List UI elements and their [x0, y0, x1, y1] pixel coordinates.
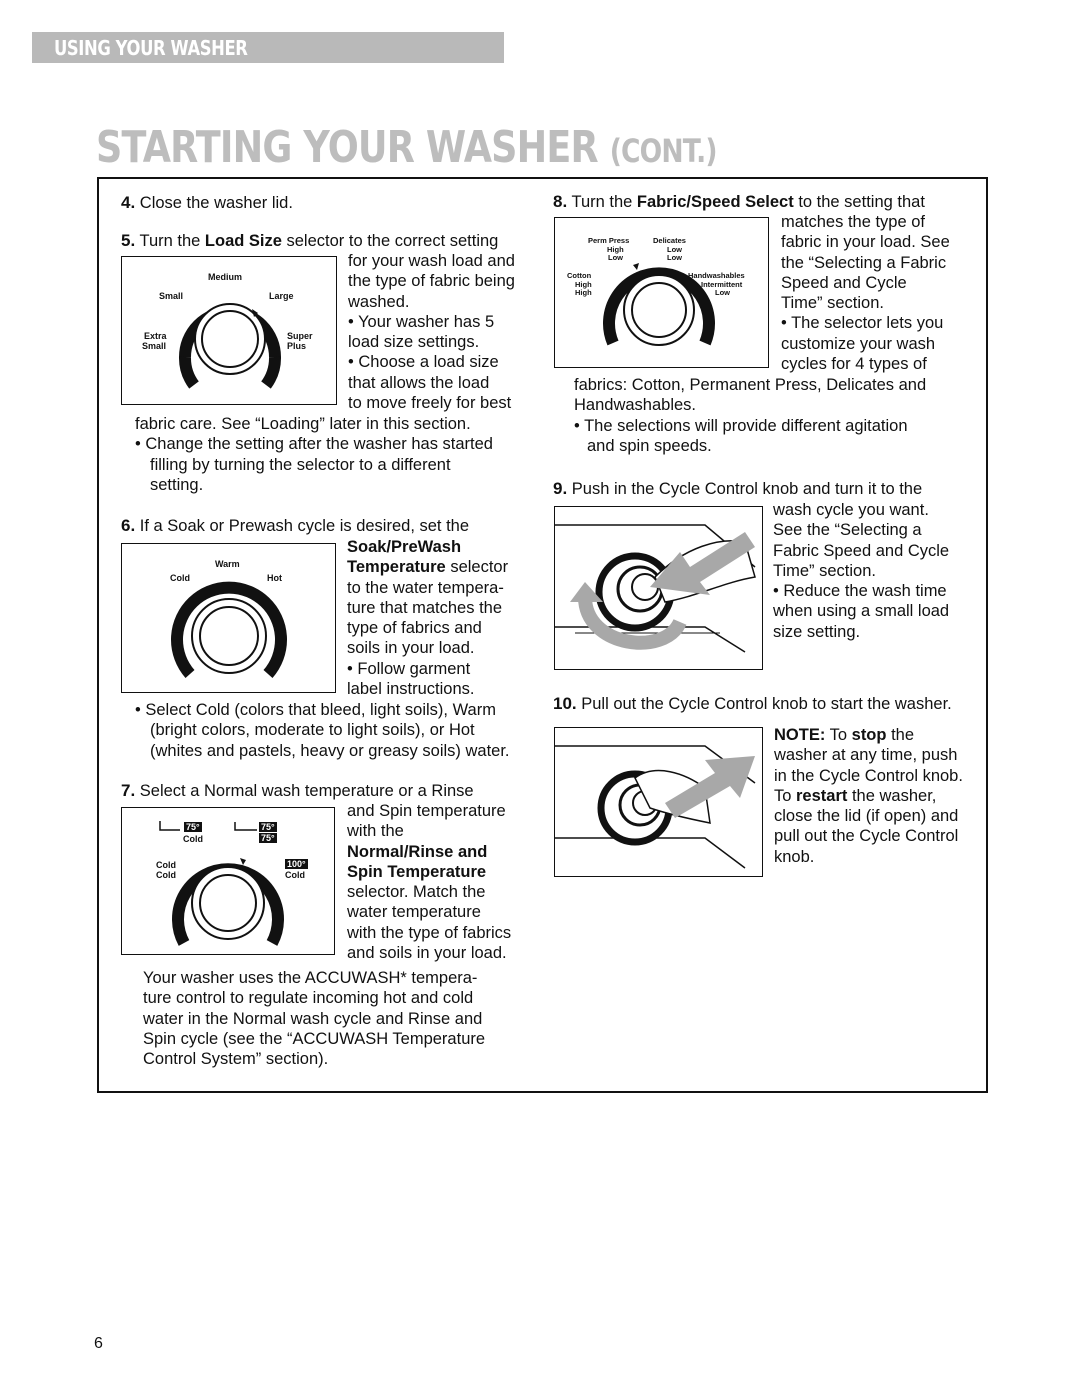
soak-prewash-dial-figure: Warm Cold Hot	[121, 543, 336, 693]
step-10-side-text: NOTE: To stop the washer at any time, pu…	[774, 726, 963, 866]
load-size-dial	[179, 303, 281, 389]
step-5-heading: 5. Turn the Load Size selector to the co…	[121, 231, 499, 250]
step-8-heading: 8. Turn the Fabric/Speed Select to the s…	[553, 192, 925, 211]
normal-rinse-spin-dial-figure: 75° Cold 75° 75° Cold Cold 100° Cold	[121, 807, 335, 955]
step-6-side-text: Soak/PreWash Temperature selector to the…	[347, 538, 509, 699]
step-6-after-text: • Select Cold (colors that bleed, light …	[135, 701, 510, 760]
content-frame	[97, 177, 988, 1093]
step-10-heading: 10. Pull out the Cycle Control knob to s…	[553, 694, 952, 713]
step-4: 4. Close the washer lid.	[121, 193, 293, 212]
page-title: STARTING YOUR WASHER (CONT.)	[96, 122, 717, 173]
fabric-speed-dial-figure: Perm Press High Low Delicates Low Low Co…	[554, 217, 769, 368]
step-7-after-text: Your washer uses the ACCUWASH* tempera-t…	[143, 969, 486, 1069]
step-6-heading: 6. If a Soak or Prewash cycle is desired…	[121, 516, 470, 535]
step-9-side-text: wash cycle you want.See the “Selecting a…	[773, 501, 950, 641]
fabric-speed-dial	[603, 263, 715, 346]
page-number: 6	[94, 1335, 103, 1352]
section-title: USING YOUR WASHER	[54, 36, 248, 60]
section-banner: USING YOUR WASHER	[32, 32, 504, 63]
step-8-after-text: fabrics: Cotton, Permanent Press, Delica…	[574, 376, 927, 455]
normal-rinse-spin-dial	[159, 821, 284, 946]
pull-knob-illustration	[555, 745, 756, 869]
pull-knob-figure	[554, 727, 763, 877]
soak-prewash-dial	[171, 581, 287, 678]
step-5-after-text: fabric care. See “Loading” later in this…	[135, 415, 493, 494]
push-turn-knob-figure	[554, 506, 763, 670]
load-size-dial-figure: Medium Small Large Extra Small Super Plu…	[121, 256, 337, 405]
push-turn-knob-illustration	[555, 524, 756, 653]
step-9-heading: 9. Push in the Cycle Control knob and tu…	[553, 479, 923, 498]
step-7-heading: 7. Select a Normal wash temperature or a…	[121, 781, 474, 800]
